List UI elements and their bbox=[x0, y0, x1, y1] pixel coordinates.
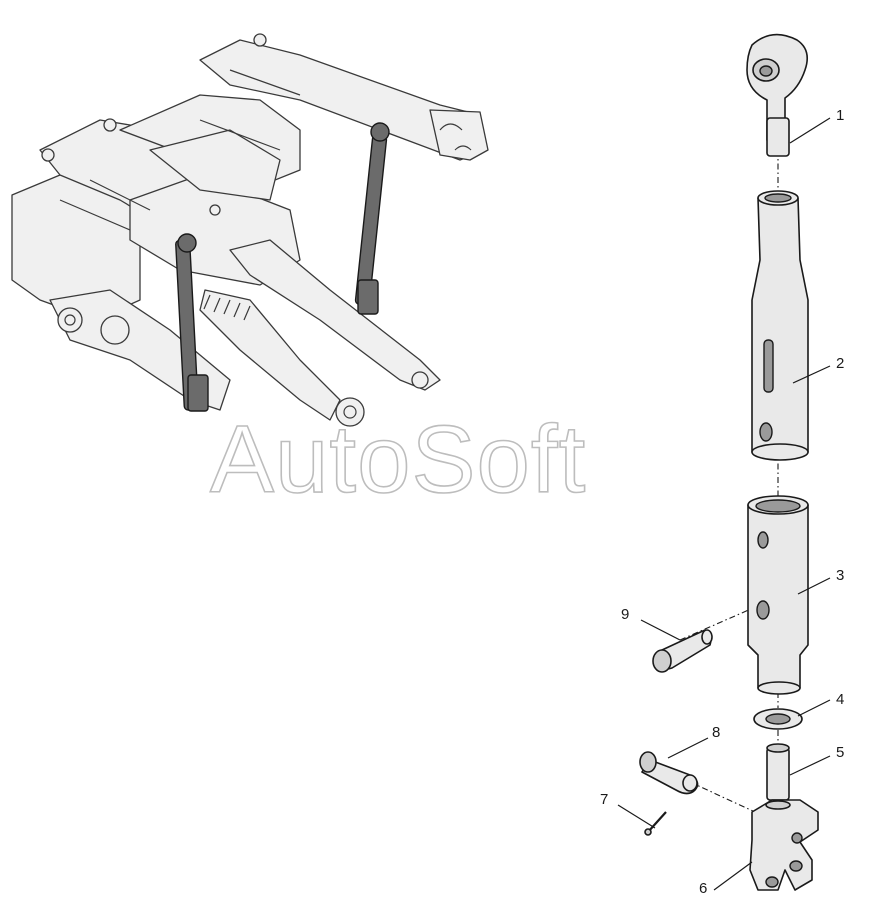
part-6-clevis-fork bbox=[749, 799, 819, 891]
part-8-clevis-pin bbox=[639, 751, 699, 795]
part-7-cotter-pin bbox=[644, 811, 667, 836]
callout-9: 9 bbox=[621, 606, 629, 623]
part-3-lower-tube bbox=[747, 495, 809, 695]
callout-3: 3 bbox=[836, 567, 844, 584]
callout-4: 4 bbox=[836, 691, 844, 708]
watermark-text: AutoSoft bbox=[210, 406, 586, 513]
part-9-locking-pin bbox=[652, 629, 713, 673]
part-2-upper-tube bbox=[751, 190, 809, 461]
pin-9-axis-line bbox=[679, 604, 761, 641]
callout-6: 6 bbox=[699, 880, 707, 897]
part-1-ball-joint-end bbox=[746, 33, 808, 157]
pin-8-axis-line bbox=[689, 781, 756, 813]
callout-1: 1 bbox=[836, 107, 844, 124]
part-5-shaft bbox=[766, 743, 790, 801]
hitch-assembly-overview bbox=[11, 33, 489, 427]
callout-8: 8 bbox=[712, 724, 720, 741]
part-4-washer bbox=[753, 708, 803, 730]
callout-7: 7 bbox=[600, 791, 608, 808]
leader-lines bbox=[617, 117, 831, 891]
callout-5: 5 bbox=[836, 744, 844, 761]
callout-2: 2 bbox=[836, 355, 844, 372]
